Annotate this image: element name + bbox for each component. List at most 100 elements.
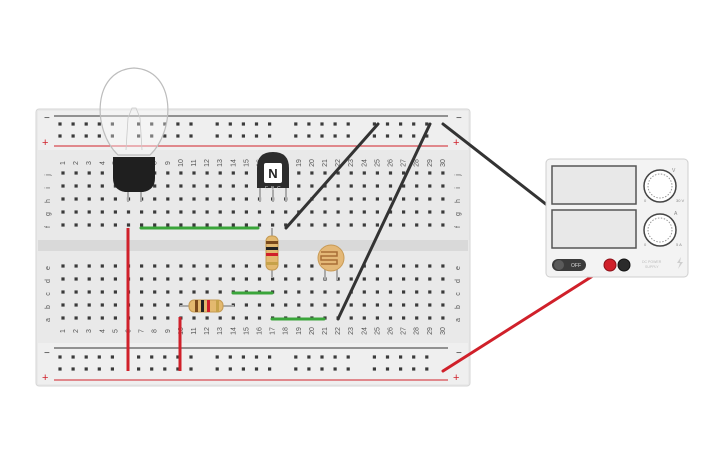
breadboard-hole[interactable] — [254, 355, 259, 359]
breadboard-hole[interactable] — [336, 210, 340, 214]
power-switch[interactable]: OFF — [552, 259, 586, 271]
breadboard-hole[interactable] — [84, 367, 88, 371]
breadboard-hole[interactable] — [87, 290, 91, 294]
breadboard-hole[interactable] — [349, 197, 353, 201]
breadboard-hole[interactable] — [166, 184, 170, 188]
breadboard-hole[interactable] — [176, 122, 180, 126]
breadboard-hole[interactable] — [176, 367, 180, 371]
breadboard-hole[interactable] — [192, 197, 196, 201]
breadboard-hole[interactable] — [71, 367, 75, 371]
breadboard-hole[interactable] — [346, 134, 350, 138]
breadboard-hole[interactable] — [218, 171, 222, 175]
breadboard-hole[interactable] — [388, 197, 393, 201]
breadboard-hole[interactable] — [388, 264, 393, 268]
breadboard-hole[interactable] — [320, 134, 324, 138]
breadboard-hole[interactable] — [310, 223, 314, 227]
breadboard-hole[interactable] — [113, 264, 117, 268]
breadboard-hole[interactable] — [349, 171, 353, 175]
breadboard-hole[interactable] — [205, 290, 209, 294]
breadboard-hole[interactable] — [166, 264, 170, 268]
breadboard-hole[interactable] — [349, 210, 353, 214]
breadboard-hole[interactable] — [375, 171, 379, 175]
breadboard-hole[interactable] — [97, 134, 101, 138]
breadboard-hole[interactable] — [110, 367, 114, 371]
breadboard-hole[interactable] — [257, 303, 262, 307]
breadboard-hole[interactable] — [244, 277, 248, 281]
resistor-horizontal[interactable] — [180, 299, 234, 313]
breadboard-hole[interactable] — [74, 223, 78, 227]
breadboard-hole[interactable] — [385, 122, 390, 126]
breadboard-hole[interactable] — [323, 223, 327, 227]
breadboard-hole[interactable] — [441, 223, 445, 227]
breadboard-hole[interactable] — [140, 277, 144, 281]
breadboard-hole[interactable] — [61, 316, 65, 320]
breadboard-hole[interactable] — [166, 316, 170, 320]
breadboard-hole[interactable] — [346, 122, 350, 126]
breadboard-hole[interactable] — [205, 197, 209, 201]
breadboard-hole[interactable] — [150, 367, 154, 371]
breadboard-hole[interactable] — [100, 171, 104, 175]
breadboard-hole[interactable] — [71, 355, 75, 359]
breadboard-hole[interactable] — [218, 184, 222, 188]
breadboard-hole[interactable] — [310, 210, 314, 214]
breadboard-hole[interactable] — [284, 210, 288, 214]
breadboard-hole[interactable] — [323, 210, 327, 214]
breadboard-hole[interactable] — [192, 171, 196, 175]
breadboard-hole[interactable] — [375, 223, 379, 227]
breadboard-hole[interactable] — [153, 303, 157, 307]
voltage-knob[interactable] — [643, 169, 677, 203]
breadboard-hole[interactable] — [228, 367, 232, 371]
breadboard-hole[interactable] — [349, 303, 353, 307]
breadboard-hole[interactable] — [205, 223, 209, 227]
breadboard-hole[interactable] — [441, 264, 445, 268]
breadboard-hole[interactable] — [137, 367, 141, 371]
breadboard-hole[interactable] — [100, 264, 104, 268]
breadboard-hole[interactable] — [402, 303, 406, 307]
breadboard-hole[interactable] — [310, 184, 314, 188]
breadboard-hole[interactable] — [218, 197, 222, 201]
breadboard-hole[interactable] — [87, 277, 91, 281]
breadboard-hole[interactable] — [375, 290, 379, 294]
breadboard-hole[interactable] — [294, 122, 298, 126]
breadboard-hole[interactable] — [425, 134, 429, 138]
breadboard-hole[interactable] — [179, 290, 183, 294]
breadboard-hole[interactable] — [113, 277, 117, 281]
breadboard-hole[interactable] — [74, 303, 78, 307]
breadboard-hole[interactable] — [425, 122, 429, 126]
breadboard-hole[interactable] — [333, 367, 337, 371]
breadboard-hole[interactable] — [74, 171, 78, 175]
breadboard-hole[interactable] — [284, 303, 288, 307]
breadboard-hole[interactable] — [140, 210, 144, 214]
breadboard-hole[interactable] — [399, 122, 403, 126]
breadboard-hole[interactable] — [71, 122, 75, 126]
breadboard-hole[interactable] — [310, 290, 314, 294]
breadboard-hole[interactable] — [166, 223, 170, 227]
breadboard-hole[interactable] — [362, 197, 366, 201]
breadboard-hole[interactable] — [284, 290, 288, 294]
positive-terminal[interactable] — [603, 258, 617, 272]
breadboard-hole[interactable] — [402, 316, 406, 320]
breadboard-hole[interactable] — [110, 134, 114, 138]
breadboard-hole[interactable] — [336, 171, 340, 175]
breadboard-hole[interactable] — [349, 316, 353, 320]
breadboard-hole[interactable] — [388, 290, 393, 294]
breadboard-hole[interactable] — [254, 367, 259, 371]
breadboard-hole[interactable] — [192, 277, 196, 281]
breadboard-hole[interactable] — [231, 316, 235, 320]
breadboard-hole[interactable] — [441, 316, 445, 320]
breadboard-hole[interactable] — [61, 210, 65, 214]
breadboard-hole[interactable] — [61, 264, 65, 268]
breadboard-hole[interactable] — [179, 264, 183, 268]
breadboard-hole[interactable] — [412, 122, 416, 126]
breadboard-hole[interactable] — [74, 184, 78, 188]
breadboard-hole[interactable] — [441, 184, 445, 188]
breadboard-hole[interactable] — [244, 184, 248, 188]
breadboard-hole[interactable] — [113, 290, 117, 294]
breadboard-hole[interactable] — [61, 303, 65, 307]
breadboard-hole[interactable] — [218, 316, 222, 320]
breadboard-hole[interactable] — [137, 134, 141, 138]
breadboard-hole[interactable] — [218, 264, 222, 268]
breadboard-hole[interactable] — [362, 316, 366, 320]
breadboard-hole[interactable] — [244, 171, 248, 175]
breadboard-hole[interactable] — [153, 277, 157, 281]
